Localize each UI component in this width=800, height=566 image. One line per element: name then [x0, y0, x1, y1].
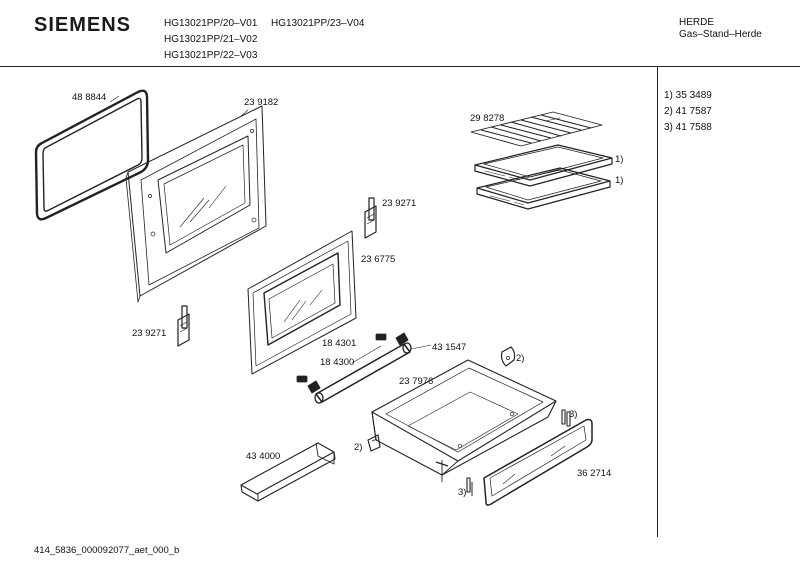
model-number-3: HG13021PP/21–V02	[164, 34, 258, 45]
part-label-clip-ref-right: 3)	[569, 409, 578, 420]
outer-glass-part	[247, 230, 357, 375]
legend-divider	[657, 67, 658, 537]
part-label-handle: 43 1547	[432, 342, 467, 353]
part-label-tray-ref-b: 1)	[615, 175, 624, 186]
door-seal-part	[34, 89, 150, 221]
part-label-clip-ref-bottom: 3)	[458, 487, 467, 498]
model-number-1: HG13021PP/20–V01	[164, 18, 258, 29]
part-label-handle-cap-a: 18 4301	[322, 338, 357, 349]
part-label-seal: 48 8844	[72, 92, 107, 103]
part-label-bracket-ref: 2)	[516, 353, 525, 364]
clip-bottom-part	[466, 477, 473, 496]
reference-1: 1) 35 3489	[664, 90, 712, 101]
model-number-4: HG13021PP/22–V03	[164, 50, 258, 61]
part-label-drawer: 23 7976	[399, 376, 434, 387]
inner-door-part	[125, 105, 267, 303]
bracket-upper-part	[500, 346, 516, 367]
drawer-part	[371, 359, 557, 482]
handle-part	[307, 332, 412, 404]
clip-right-part	[561, 409, 571, 427]
part-label-outer-glass: 23 6775	[361, 254, 396, 265]
part-label-tray-ref-a: 1)	[615, 154, 624, 165]
part-label-inner-door: 23 9182	[244, 97, 279, 108]
plinth-part	[240, 442, 336, 502]
drawer-front-part	[483, 418, 593, 506]
part-label-hinge-right: 23 9271	[382, 198, 417, 209]
brand-logo: SIEMENS	[34, 14, 132, 36]
part-label-hinge-left: 23 9271	[132, 328, 167, 339]
handle-cap-parts	[296, 333, 387, 383]
reference-3: 3) 41 7588	[664, 122, 712, 133]
part-label-handle-cap-b: 18 4300	[320, 357, 355, 368]
part-label-rack: 29 8278	[470, 113, 505, 124]
part-label-bracket-ref-left: 2)	[354, 442, 363, 453]
header-divider	[0, 66, 800, 67]
category-subtitle: Gas–Stand–Herde	[679, 29, 762, 40]
oven-rack-part	[470, 111, 603, 147]
document-id: 414_5836_000092077_aet_000_b	[34, 545, 180, 556]
category-title: HERDE	[679, 17, 715, 28]
hinge-left-part	[177, 305, 190, 347]
model-number-2: HG13021PP/23–V04	[271, 18, 365, 29]
part-label-drawer-front: 36 2714	[577, 468, 612, 479]
reference-2: 2) 41 7587	[664, 106, 712, 117]
part-label-plinth: 43 4000	[246, 451, 281, 462]
baking-tray-lower-part	[476, 167, 611, 210]
baking-tray-upper-part	[474, 144, 613, 187]
bracket-left-part	[367, 434, 381, 452]
hinge-right-part	[364, 197, 377, 239]
